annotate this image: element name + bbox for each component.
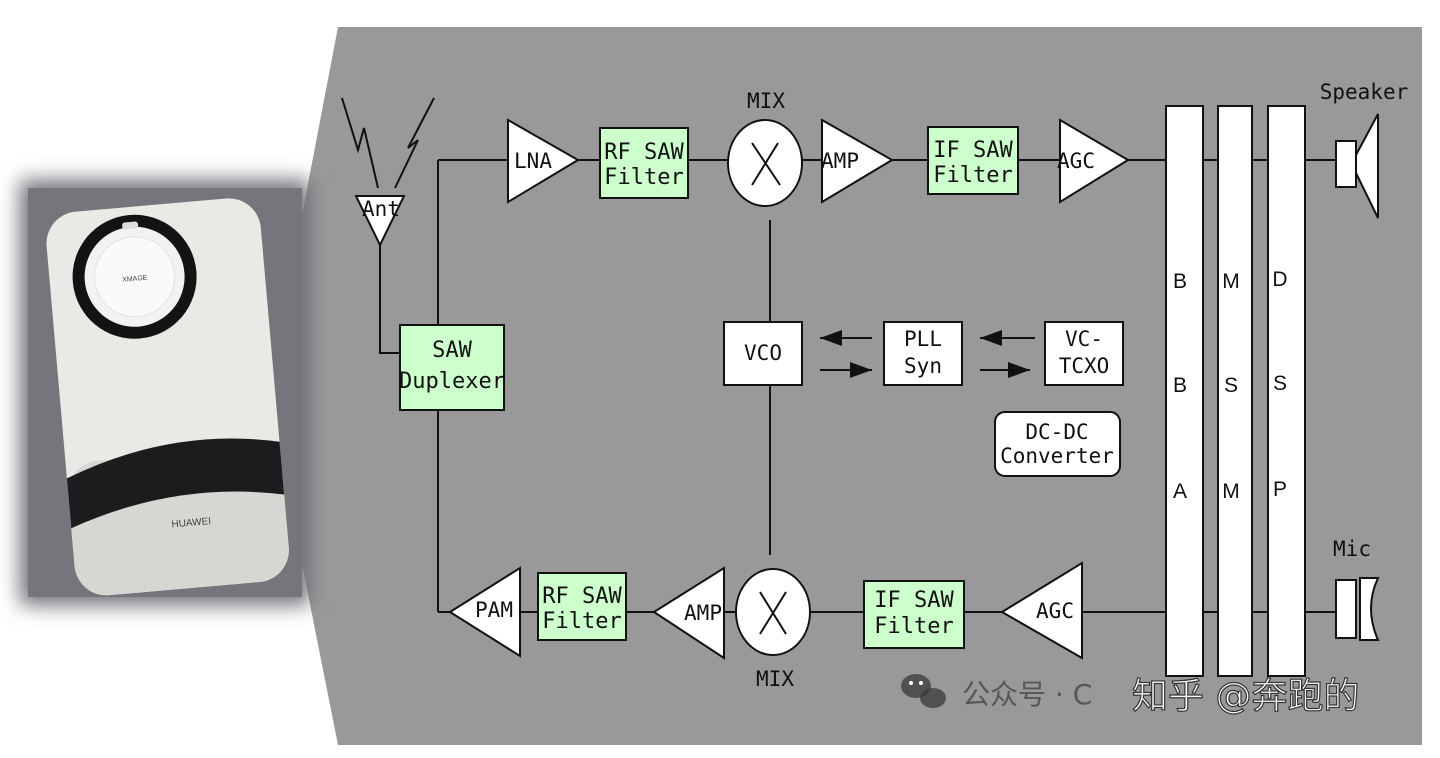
dcdc-label-1: DC-DC xyxy=(1025,420,1088,444)
vco-block: VCO xyxy=(723,321,803,386)
rx-if-saw-filter: IF SAW Filter xyxy=(927,126,1019,195)
tx-rf-saw-filter: RF SAW Filter xyxy=(537,572,627,641)
tx-mixer-label: MIX xyxy=(756,667,794,691)
pll-label-1: PLL xyxy=(904,327,942,351)
zhihu-watermark-text: 知乎 @奔跑的 xyxy=(1132,676,1359,717)
rx-rf-saw-filter: RF SAW Filter xyxy=(599,127,689,199)
diagram-panel xyxy=(268,27,1422,745)
pll-label-2: Syn xyxy=(904,354,942,378)
tx-amp: AMP xyxy=(652,566,725,660)
antenna: Ant xyxy=(341,97,435,248)
tcxo-label-2: TCXO xyxy=(1059,354,1110,378)
mic-icon: Mic xyxy=(1333,537,1380,641)
rx-mixer: MIX xyxy=(727,89,803,207)
tx-agc: AGC xyxy=(1000,561,1083,660)
dcdc-converter: DC-DC Converter xyxy=(994,411,1121,477)
speaker-icon: Speaker xyxy=(1320,80,1409,219)
rx-lna-label: LNA xyxy=(514,149,552,173)
rx-lna: LNA xyxy=(507,118,580,204)
pll-arrows xyxy=(820,330,1035,378)
duplexer-label-1: SAW xyxy=(432,338,472,363)
wechat-icon xyxy=(901,674,946,708)
bba-letter-2: B xyxy=(1173,374,1187,397)
tx-if-saw-filter: IF SAW Filter xyxy=(863,580,965,649)
rx-amp-label: AMP xyxy=(821,149,859,173)
msm-letter-2: S xyxy=(1224,374,1238,397)
rx-rf-filter-label-1: RF SAW xyxy=(604,140,684,165)
msm-column: M S M xyxy=(1217,105,1253,677)
rx-agc-label: AGC xyxy=(1057,149,1095,173)
bba-letter-1: B xyxy=(1173,270,1187,293)
watermark: 公众号 · C 知乎 @奔跑的 xyxy=(901,674,1360,718)
antenna-label: Ant xyxy=(362,197,400,221)
dcdc-label-2: Converter xyxy=(1000,444,1114,468)
msm-letter-1: M xyxy=(1222,270,1240,293)
rx-mixer-label: MIX xyxy=(747,89,785,113)
dsp-letter-3: P xyxy=(1273,478,1287,501)
rx-if-filter-label-2: Filter xyxy=(933,163,1012,188)
camera-badge-text: XMAGE xyxy=(122,275,148,284)
speaker-label: Speaker xyxy=(1320,80,1409,104)
saw-duplexer: SAW Duplexer xyxy=(399,324,505,411)
phone-brand-text: HUAWEI xyxy=(171,516,211,530)
tcxo-label-1: VC- xyxy=(1065,327,1103,351)
dsp-column: D S P xyxy=(1267,105,1306,677)
bba-letter-3: A xyxy=(1173,480,1187,503)
vco-label: VCO xyxy=(744,341,782,365)
phone-photo: XMAGE HUAWEI xyxy=(20,180,310,605)
tx-amp-label: AMP xyxy=(684,601,722,625)
bba-column: B B A xyxy=(1165,105,1204,677)
vc-tcxo: VC- TCXO xyxy=(1044,321,1124,386)
tx-agc-label: AGC xyxy=(1036,599,1074,623)
wechat-watermark-text: 公众号 · C xyxy=(962,678,1092,711)
tx-if-filter-label-2: Filter xyxy=(874,614,953,639)
tx-rf-filter-label-2: Filter xyxy=(542,609,621,634)
tx-rf-filter-label-1: RF SAW xyxy=(542,584,622,609)
mic-label: Mic xyxy=(1333,537,1371,561)
dsp-letter-1: D xyxy=(1272,268,1287,291)
tx-pam: PAM xyxy=(448,566,521,658)
duplexer-label-2: Duplexer xyxy=(399,369,505,394)
tx-if-filter-label-1: IF SAW xyxy=(874,588,954,613)
rx-rf-filter-label-2: Filter xyxy=(604,165,683,190)
msm-letter-3: M xyxy=(1222,480,1240,503)
dsp-letter-2: S xyxy=(1273,372,1287,395)
tx-pam-label: PAM xyxy=(475,598,513,622)
rx-amp: AMP xyxy=(821,118,894,204)
pll-synthesizer: PLL Syn xyxy=(883,321,963,386)
rx-agc: AGC xyxy=(1057,118,1130,204)
tx-mixer: MIX xyxy=(735,568,811,691)
rx-if-filter-label-1: IF SAW xyxy=(933,138,1013,163)
